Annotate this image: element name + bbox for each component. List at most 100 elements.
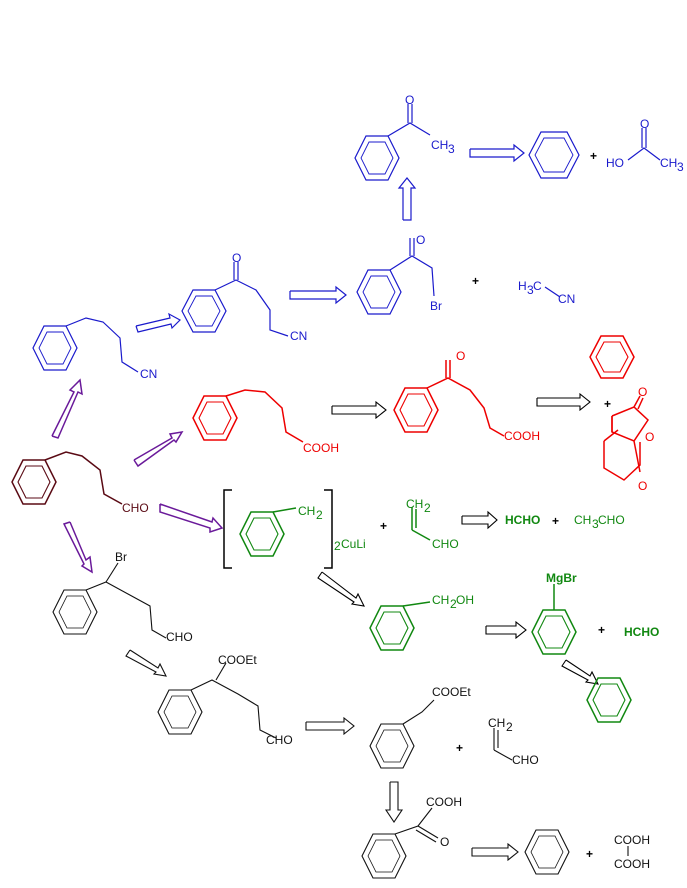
oxygen-label: O xyxy=(440,835,449,849)
subscript-label: 2 xyxy=(334,539,341,553)
plus-sign: + xyxy=(472,274,479,288)
benzene-molecule xyxy=(524,829,570,875)
cuprate-bracket xyxy=(223,489,333,569)
oxygen-label: O xyxy=(645,430,654,444)
carbon-label: C xyxy=(533,279,542,293)
methylene-label: CH xyxy=(488,716,505,730)
methyl-label: H xyxy=(518,279,527,293)
bond xyxy=(387,122,431,137)
formaldehyde-label: HCHO xyxy=(624,625,659,639)
methylene-label: CH xyxy=(298,504,315,518)
retro-arrow-right xyxy=(159,503,224,534)
retro-arrow xyxy=(331,400,387,420)
oxygen-label: O xyxy=(638,479,647,493)
aldehyde-label: CHO xyxy=(266,733,293,747)
plus-sign: + xyxy=(456,741,463,755)
ester-aldehyde-molecule xyxy=(157,662,277,739)
retro-arrow-down-right xyxy=(561,659,599,685)
retro-arrow xyxy=(289,285,347,305)
formaldehyde-label: HCHO xyxy=(505,513,540,527)
phenylmagnesium-bromide-molecule xyxy=(531,584,577,655)
acetic-acid-molecule xyxy=(627,128,661,161)
subscript-label: 2 xyxy=(424,501,431,515)
plus-sign: + xyxy=(604,397,611,411)
acrolein-molecule xyxy=(493,728,513,761)
retro-arrow-down xyxy=(62,521,93,574)
retro-arrow xyxy=(485,620,527,640)
retro-arrow xyxy=(461,510,498,530)
plus-sign: + xyxy=(598,623,605,637)
retro-arrow-up xyxy=(397,177,417,221)
nitrile-label: CN xyxy=(558,292,575,306)
phenylglyoxylic-acid-molecule xyxy=(361,807,439,879)
acetaldehyde-label: CH xyxy=(574,513,591,527)
phenylbutanoic-acid-molecule xyxy=(192,389,304,443)
bromo-aldehyde-molecule xyxy=(52,562,167,639)
subscript-label: 3 xyxy=(448,142,455,156)
retro-arrow xyxy=(471,842,519,862)
hydroxymethyl-label: OH xyxy=(456,593,474,607)
oxygen-label: O xyxy=(638,385,647,399)
purple-arrows xyxy=(51,378,224,574)
carboxyl-label: COOH xyxy=(614,833,650,847)
subscript-label: 3 xyxy=(677,160,684,174)
subscript-label: 2 xyxy=(506,720,513,734)
phenylbutanenitrile-molecule xyxy=(32,317,139,373)
bromine-label: Br xyxy=(115,550,127,564)
acetophenone-molecule xyxy=(354,104,431,181)
oxo-phenylbutanoic-acid-molecule xyxy=(393,360,505,437)
methyl-label: CH xyxy=(660,156,677,170)
benzene-molecule xyxy=(528,131,580,179)
aldehyde-label: CHO xyxy=(512,753,539,767)
target-phenylbutanal-molecule xyxy=(11,451,123,505)
hydroxyl-label: HO xyxy=(606,156,624,170)
subscript-label: 2 xyxy=(316,508,323,522)
anhydride-ring xyxy=(603,429,641,481)
retro-arrow xyxy=(469,143,525,163)
retro-arrow-up-right xyxy=(133,430,184,468)
subscript-label: 2 xyxy=(450,597,457,611)
carboxyl-label: COOH xyxy=(614,857,650,871)
acetaldehyde-label: CHO xyxy=(598,513,625,527)
ethyl-phenylacetate-molecule xyxy=(369,699,435,769)
cuprate-label: CuLi xyxy=(341,537,366,551)
plus-sign: + xyxy=(586,847,593,861)
aldehyde-label: CHO xyxy=(432,537,459,551)
benzyl-cuprate-molecule xyxy=(239,507,297,557)
benzene-ring xyxy=(354,135,400,181)
subscript-label: 3 xyxy=(527,283,534,297)
methylene-label: CH xyxy=(406,497,423,511)
retro-arrow-down-right xyxy=(125,649,167,677)
succinic-anhydride-molecule xyxy=(611,395,649,473)
oxygen-label: O xyxy=(456,349,465,363)
retro-arrow-down-right xyxy=(317,571,365,607)
retro-arrow-up-left xyxy=(51,378,83,439)
phenacyl-bromide-molecule xyxy=(356,238,435,315)
benzyl-alcohol-molecule xyxy=(369,601,431,651)
nitrile-label: CN xyxy=(290,329,307,343)
plus-sign: + xyxy=(590,149,597,163)
benzene-molecule xyxy=(589,335,635,379)
plus-sign: + xyxy=(380,519,387,533)
carboxyl-label: COOH xyxy=(504,429,540,443)
methyl-label: CH xyxy=(431,138,448,152)
nitrile-label: CN xyxy=(140,367,157,381)
ester-label: COOEt xyxy=(218,653,257,667)
oxygen-label: O xyxy=(416,233,425,247)
grignard-label: MgBr xyxy=(546,571,577,585)
hydroxymethyl-label: CH xyxy=(432,593,449,607)
ester-label: COOEt xyxy=(432,685,471,699)
subscript-label: 3 xyxy=(592,517,599,531)
oxygen-label: O xyxy=(405,93,414,107)
ketonitrile-molecule xyxy=(181,262,289,337)
acrolein-molecule xyxy=(411,507,431,541)
acetonitrile-molecule xyxy=(544,286,561,298)
benzene-molecule xyxy=(586,677,632,723)
aldehyde-label: CHO xyxy=(166,630,193,644)
aldehyde-label: CHO xyxy=(122,501,149,515)
carboxyl-label: COOH xyxy=(426,795,462,809)
benzene-ring-inner xyxy=(360,141,394,175)
retro-arrow xyxy=(536,392,591,412)
retro-arrow xyxy=(135,312,181,333)
